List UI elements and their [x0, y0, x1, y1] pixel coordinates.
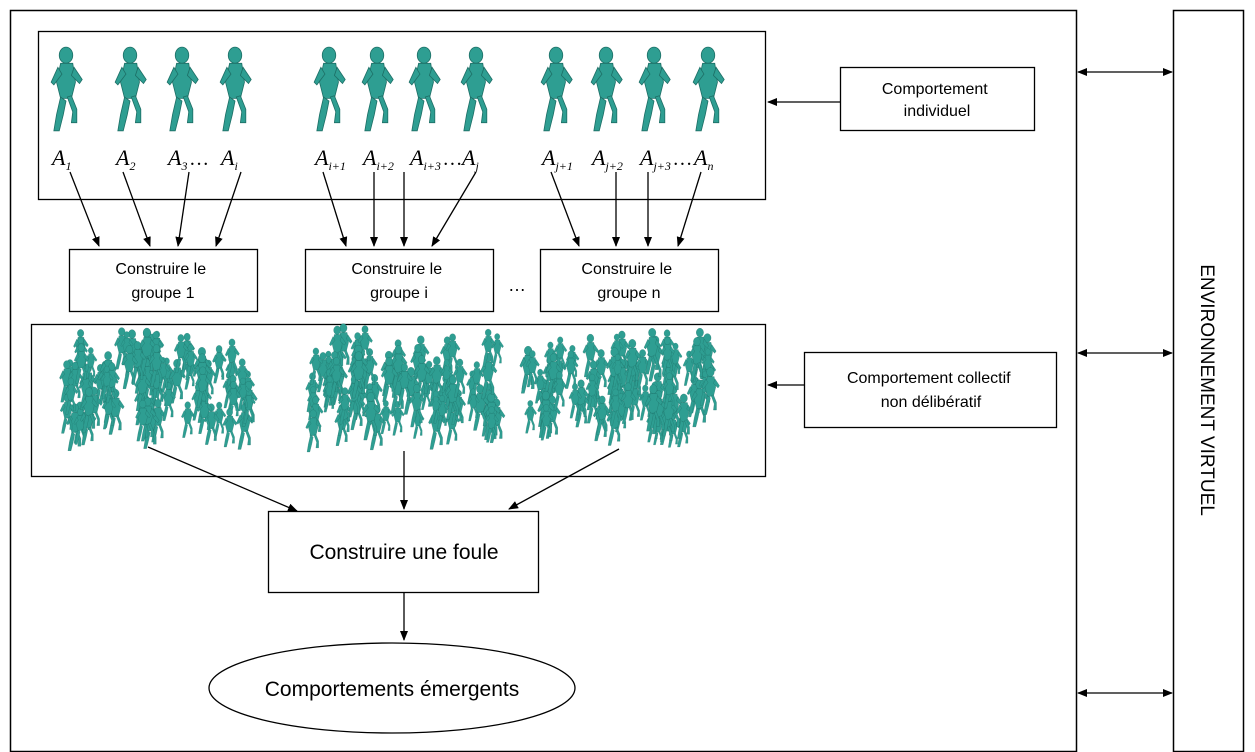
group-box-n: Construire le groupe n — [539, 248, 720, 313]
agent-to-group-arrow — [175, 171, 190, 247]
svg-text:Comportement individuel: Comportement individuel — [882, 81, 992, 120]
agent-to-group-arrow — [431, 171, 477, 247]
group-n-line2: groupe n — [597, 285, 660, 302]
agent-to-group-arrow — [322, 171, 348, 247]
agent-figure — [460, 46, 493, 132]
agent-to-group-arrow — [122, 171, 151, 247]
agent-label: Ai+1 — [313, 145, 346, 173]
svg-text:Construire le groupe n: Construire le groupe n — [581, 261, 676, 302]
svg-text:Construire le groupe 1: Construire le groupe 1 — [115, 261, 210, 302]
agent-figure — [50, 46, 83, 132]
crowd-figure — [524, 400, 537, 434]
crowd-cluster-3 — [519, 327, 720, 448]
agent-labels: A1 A2 A3… Ai Ai+1 Ai+2 Ai+3…Aj Aj+1 Aj+2 Aj+3…An — [50, 145, 713, 173]
agent-label: Ai — [219, 145, 238, 173]
svg-text:Comportement collectif non: Comportement collectif non délibératif — [847, 370, 1015, 411]
emergent-behaviors-ellipse — [208, 642, 576, 734]
agent-figure — [408, 46, 441, 132]
group-box-1: Construire le groupe 1 — [68, 248, 259, 313]
environment-arrows — [1077, 68, 1173, 697]
cluster-3-to-crowd-arrow — [508, 448, 620, 510]
agents-box — [37, 30, 767, 201]
collective-behavior-line2: non délibératif — [881, 394, 982, 411]
agent-label: Aj+2 — [590, 145, 623, 173]
agent-figure — [361, 46, 394, 132]
agent-figure — [638, 46, 671, 132]
crowd-figure — [181, 401, 195, 438]
group-i-line2: groupe i — [370, 285, 428, 302]
agent-label: Ai+2 — [361, 145, 394, 173]
collective-behavior-line1: Comportement collectif — [847, 370, 1011, 387]
agent-figure — [590, 46, 623, 132]
agent-label: Aj — [460, 145, 479, 173]
crowd-figure — [212, 345, 227, 384]
individual-behavior-box — [839, 66, 1036, 132]
group-box-i: Construire le groupe i — [304, 248, 495, 313]
group-1-line2: groupe 1 — [131, 285, 194, 302]
emergent-behaviors-label: Comportements émergents — [265, 678, 519, 701]
agent-figure — [313, 46, 346, 132]
agent-to-group-arrow — [550, 171, 580, 247]
groups-box — [30, 323, 767, 478]
agent-figure — [692, 46, 725, 132]
crowd-cluster-1 — [59, 327, 258, 452]
agent-figures — [50, 46, 725, 132]
agent-label: Ai+3… — [408, 145, 462, 173]
agent-to-group-arrow — [215, 171, 242, 247]
agent-figure — [166, 46, 199, 132]
group-n-line1: Construire le — [581, 261, 672, 278]
agent-label: Aj+1 — [540, 145, 573, 173]
cluster-1-to-crowd-arrow — [147, 446, 298, 512]
agent-label: Aj+3… — [638, 145, 692, 173]
individual-behavior-line2: individuel — [904, 103, 971, 120]
agent-to-group-arrow — [69, 171, 100, 247]
crowd-figure — [491, 333, 504, 367]
agent-label: An — [692, 145, 713, 173]
individual-behavior-line1: Comportement — [882, 81, 988, 98]
crowd-box — [267, 510, 540, 594]
group-i-line1: Construire le — [351, 261, 442, 278]
agent-to-group-arrow — [676, 171, 702, 247]
agent-label: A3… — [166, 145, 208, 173]
crowd-clusters — [59, 323, 720, 453]
group-ellipsis: … — [508, 275, 526, 295]
agent-to-group-arrows — [69, 171, 702, 247]
crowd-label: Construire une foule — [309, 541, 498, 564]
agent-figure — [219, 46, 252, 132]
environment-label: ENVIRONNEMENT VIRTUEL — [1196, 264, 1217, 516]
agent-figure — [114, 46, 147, 132]
svg-text:Construire le groupe i: Construire le groupe i — [351, 261, 446, 302]
crowd-cluster-2 — [305, 323, 506, 453]
agent-label: A2 — [114, 145, 135, 173]
collective-behavior-box — [803, 351, 1058, 429]
agent-figure — [540, 46, 573, 132]
agent-label: A1 — [50, 145, 71, 173]
group-1-line1: Construire le — [115, 261, 206, 278]
